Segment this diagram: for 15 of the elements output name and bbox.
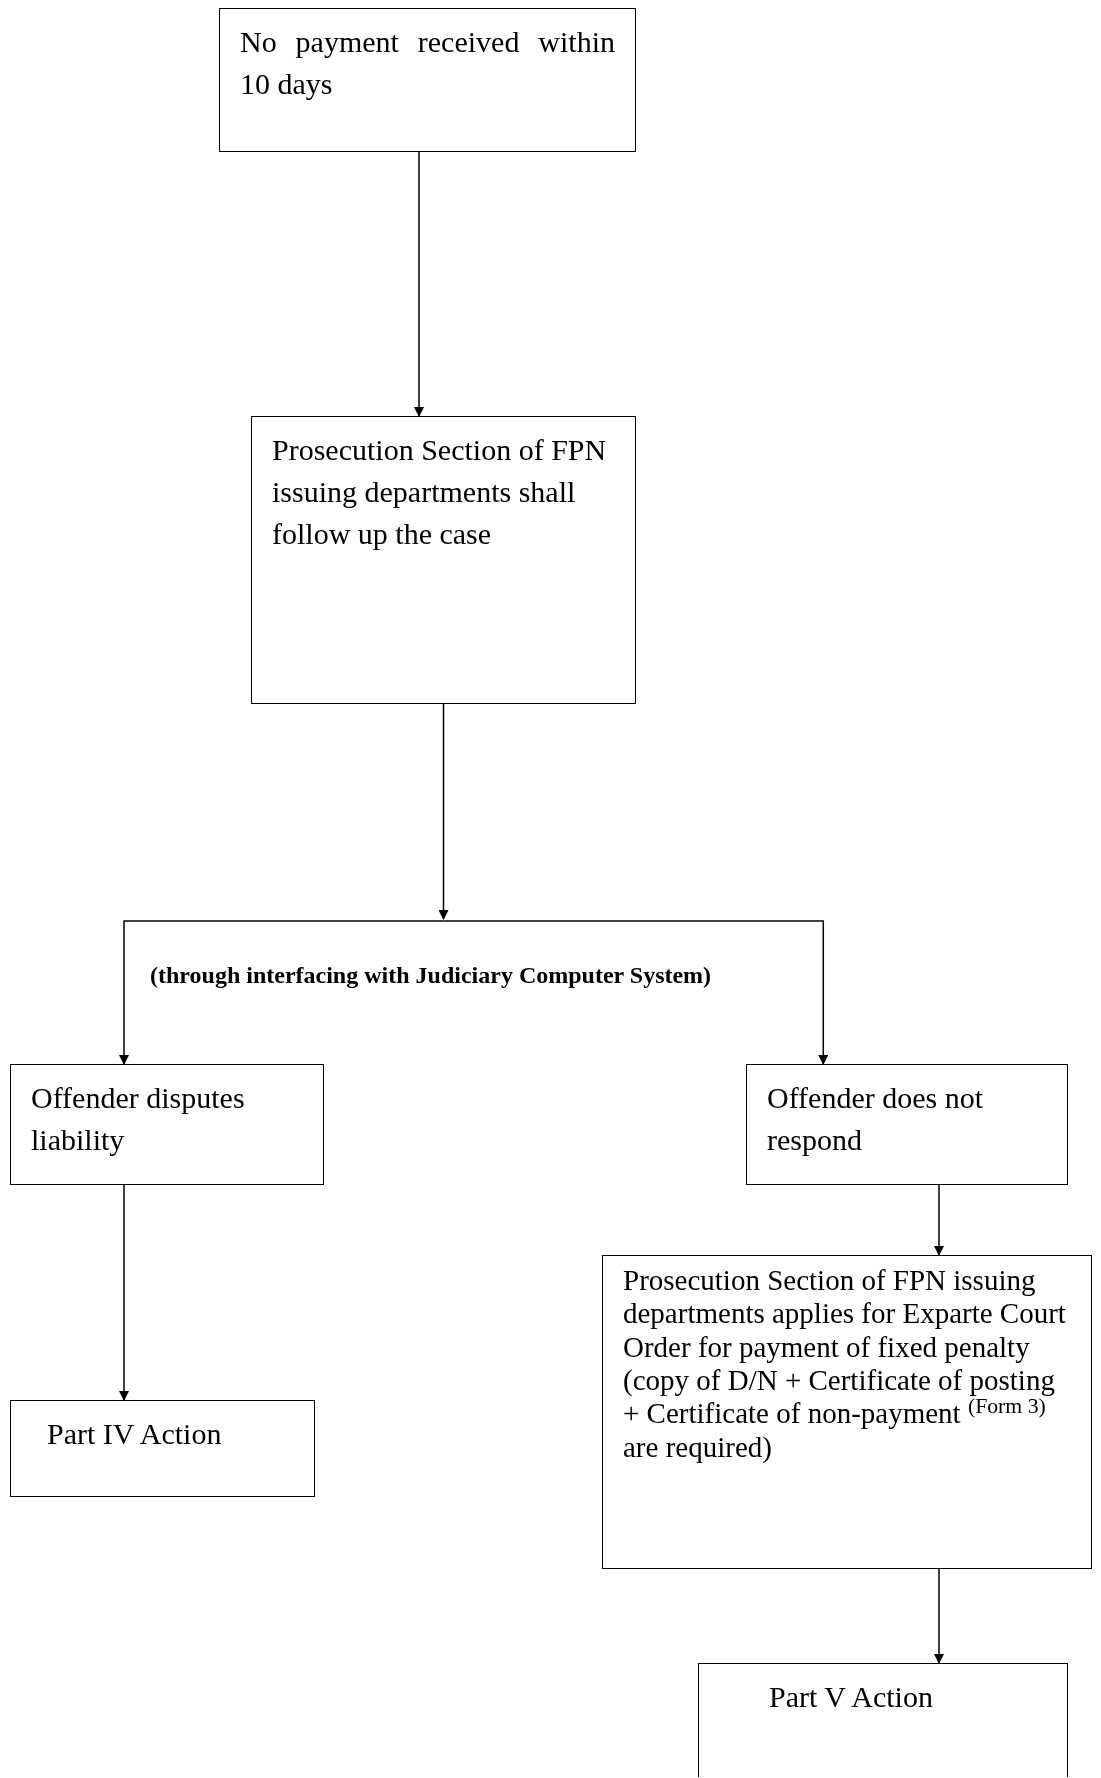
process-box: Prosecution Section of FPN issuing departments shall follow up the case [251,416,636,704]
process-box: Offender does not respond [746,1064,1068,1185]
process-box: No payment received within 10 days [219,8,636,152]
arrow [414,151,424,417]
arrow [934,1568,944,1664]
process-box: Offender disputes liability [10,1064,324,1185]
process-box: Prosecution Section of FPN issuing departments applies for Exparte Court Order for payment of fixed penalty (copy of D/N + Certificate of posting + Certificate of non-payment $^{(Form 3)}$ are required) [602,1255,1092,1569]
arrow [119,1184,129,1401]
process-box: Part IV Action [10,1400,315,1497]
arrow [442,920,829,1065]
branch-note: (through interfacing with Judiciary Computer System) [150,961,712,990]
arrow [119,920,445,1065]
arrow-trunk [438,703,449,920]
arrow [934,1184,944,1256]
process-box: Part V Action [698,1663,1068,1777]
